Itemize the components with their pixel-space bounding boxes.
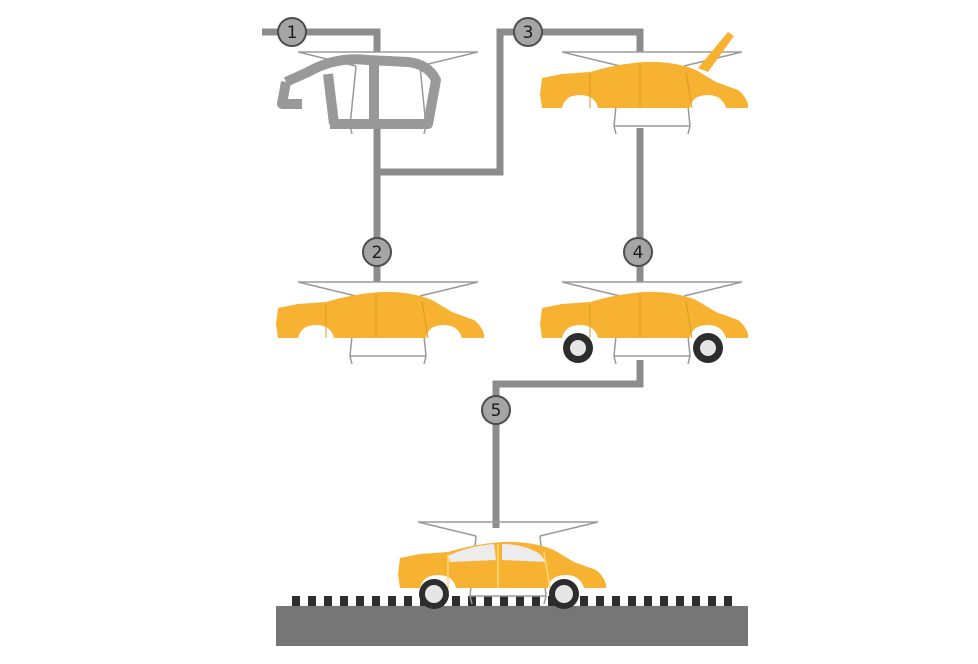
floor-teeth bbox=[292, 596, 732, 606]
floor-tooth bbox=[708, 596, 716, 606]
floor-tooth bbox=[500, 596, 508, 606]
stage-badge-2: 2 bbox=[362, 237, 392, 267]
overhead-rail bbox=[262, 28, 644, 528]
wheel-front bbox=[549, 579, 579, 609]
car-glass bbox=[448, 544, 546, 562]
bare-body-frame bbox=[277, 54, 441, 129]
floor-tooth bbox=[404, 596, 412, 606]
floor-tooth bbox=[372, 596, 380, 606]
floor-tooth bbox=[292, 596, 300, 606]
floor-tooth bbox=[596, 596, 604, 606]
wheel-rear bbox=[563, 333, 593, 363]
floor-tooth bbox=[308, 596, 316, 606]
floor-tooth bbox=[612, 596, 620, 606]
floor-tooth bbox=[324, 596, 332, 606]
stage-number-5: 5 bbox=[491, 401, 502, 421]
stage-3-car bbox=[540, 32, 748, 135]
floor-tooth bbox=[484, 596, 492, 606]
stage-4-car bbox=[540, 281, 748, 365]
rail-segment-4-5 bbox=[492, 360, 644, 528]
floor-tooth bbox=[340, 596, 348, 606]
stage-number-2: 2 bbox=[372, 243, 383, 263]
floor-tooth bbox=[452, 596, 460, 606]
stage-badge-4: 4 bbox=[623, 237, 653, 267]
stage-number-4: 4 bbox=[633, 243, 644, 263]
floor-tooth bbox=[692, 596, 700, 606]
wheel-front bbox=[693, 333, 723, 363]
stage-badge-5: 5 bbox=[481, 395, 511, 425]
rail-segment-1-2 bbox=[262, 28, 644, 176]
open-hood bbox=[698, 32, 734, 72]
floor-tooth bbox=[516, 596, 524, 606]
stage-2-car bbox=[276, 281, 484, 365]
stage-badge-3: 3 bbox=[513, 17, 543, 47]
floor-conveyor bbox=[276, 596, 748, 646]
floor-tooth bbox=[676, 596, 684, 606]
floor-tooth bbox=[388, 596, 396, 606]
floor-tooth bbox=[532, 596, 540, 606]
stage-1-car bbox=[277, 51, 479, 135]
stage-number-1: 1 bbox=[287, 23, 298, 43]
stage-badge-1: 1 bbox=[277, 17, 307, 47]
floor-tooth bbox=[628, 596, 636, 606]
floor-tooth bbox=[644, 596, 652, 606]
floor-tooth bbox=[356, 596, 364, 606]
wheel-rear bbox=[419, 579, 449, 609]
floor-tooth bbox=[660, 596, 668, 606]
floor-tooth bbox=[580, 596, 588, 606]
floor-base bbox=[276, 606, 748, 646]
floor-tooth bbox=[724, 596, 732, 606]
stage-number-3: 3 bbox=[523, 23, 534, 43]
stage-5-car bbox=[398, 521, 606, 609]
